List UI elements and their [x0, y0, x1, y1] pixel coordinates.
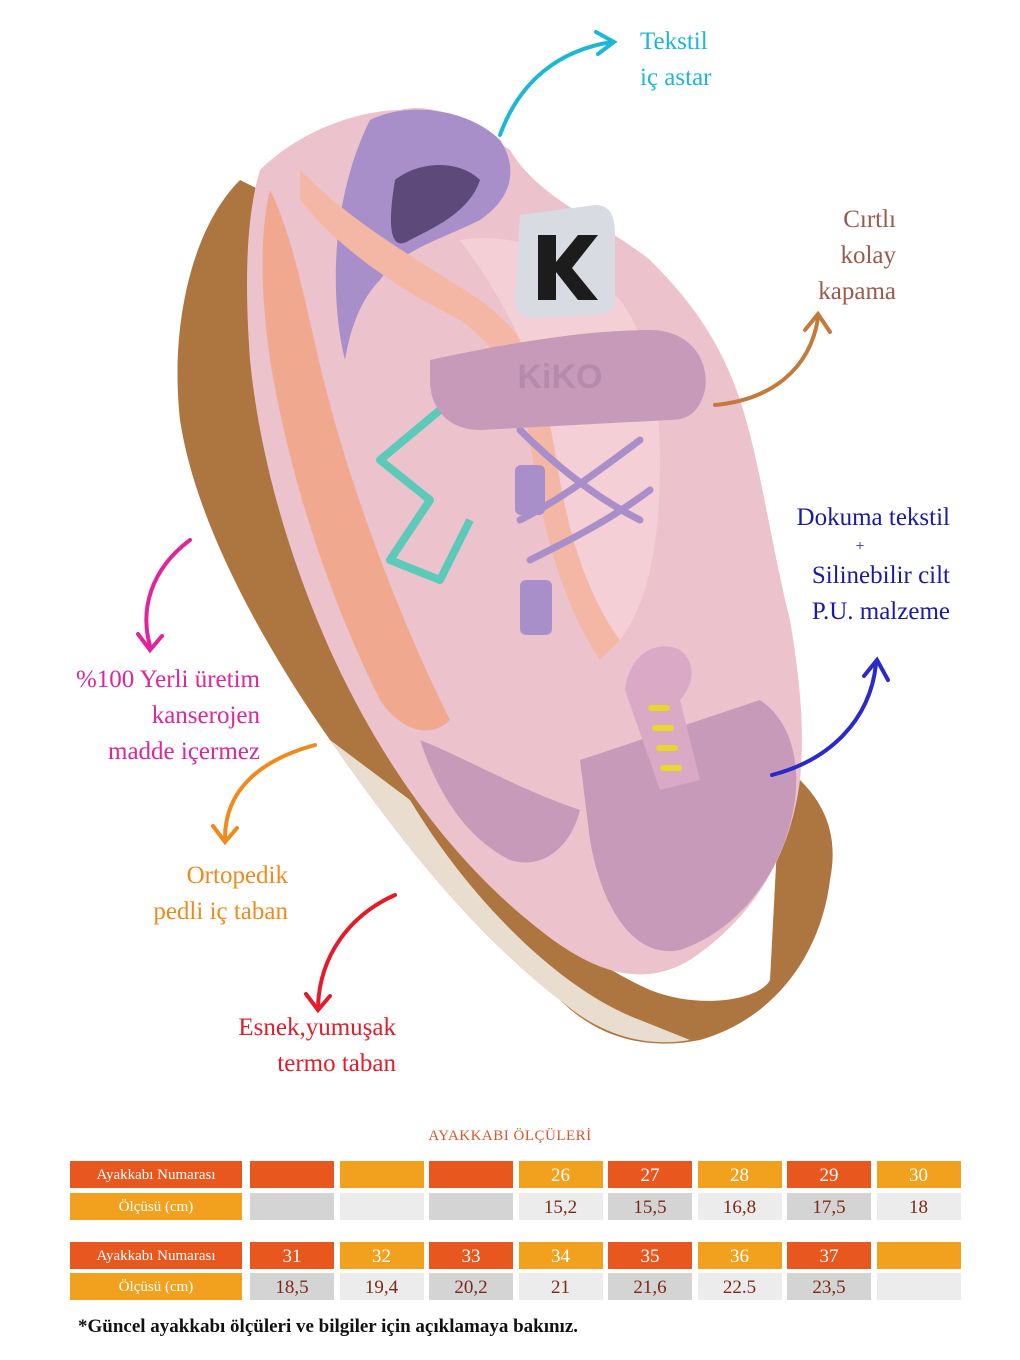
callout-material: Dokuma tekstil + Silinebilir cilt P.U. m… — [770, 500, 950, 630]
shoe-toe-cap — [580, 700, 797, 952]
size-table-cell: 15,5 — [608, 1193, 692, 1220]
shoe-illustration: KiKO — [177, 108, 833, 1044]
shoe-reflective-2 — [652, 725, 674, 731]
size-table-cell: 20,2 — [429, 1273, 513, 1300]
shoe-reflective-4 — [660, 765, 682, 771]
callout-insole-line-2: pedli iç taban — [153, 898, 288, 925]
size-table-cell — [876, 1273, 961, 1300]
size-table-title: AYAKKABI ÖLÇÜLERİ — [428, 1128, 592, 1144]
size-table-cell — [429, 1161, 513, 1188]
callout-insole-line-1: Ortopedik — [186, 862, 288, 889]
callout-closure-line-2: kolay — [840, 242, 896, 269]
row-header-length-1: Ölçüsü (cm) — [70, 1193, 242, 1220]
size-table-cell: 33 — [429, 1242, 513, 1269]
shoe-reflective-1 — [648, 705, 670, 711]
shoe-reflective-3 — [656, 745, 678, 751]
callout-closure: Cırtlı kolay kapama — [780, 202, 896, 310]
shoe-side-stripe — [300, 170, 620, 660]
size-table-cell: 23,5 — [787, 1273, 871, 1300]
size-table-cell: 22.5 — [697, 1273, 782, 1300]
row-header-size-1: Ayakkabı Numarası — [70, 1161, 242, 1188]
shoe-outsole-bottom — [330, 740, 690, 1043]
shoe-side-panel — [262, 190, 450, 731]
size-table-cell: 34 — [518, 1242, 603, 1269]
callout-material-line-1: Dokuma tekstil — [796, 504, 950, 531]
size-table-note: *Güncel ayakkabı ölçüleri ve bilgiler iç… — [78, 1316, 579, 1337]
size-table-cell — [339, 1161, 424, 1188]
shoe-teal-accent — [376, 406, 474, 584]
row-header-length-2: Ölçüsü (cm) — [70, 1273, 242, 1300]
row-header-size-2: Ayakkabı Numarası — [70, 1242, 242, 1269]
size-table-cell: 29 — [787, 1161, 871, 1188]
size-table-cell: 21,6 — [608, 1273, 692, 1300]
callout-sole-line-1: Esnek,yumuşak — [238, 1014, 396, 1041]
size-table-cell: 35 — [608, 1242, 692, 1269]
callout-material-line-4: P.U. malzeme — [811, 598, 950, 625]
callout-sole-line-2: termo taban — [277, 1050, 396, 1077]
size-table-cell: 32 — [339, 1242, 424, 1269]
callout-material-line-3: Silinebilir cilt — [811, 562, 950, 589]
logo-k-icon — [538, 235, 598, 300]
callout-sole: Esnek,yumuşak termo taban — [200, 1010, 396, 1082]
callout-closure-line-1: Cırtlı — [843, 206, 896, 233]
shoe-pull-tab — [625, 646, 700, 790]
size-table-cell: 16,8 — [697, 1193, 782, 1220]
callout-material-line-2: + — [855, 538, 865, 555]
callout-production-line-1: %100 Yerli üretim — [75, 666, 260, 693]
shoe-collar-inner — [390, 165, 480, 244]
size-table-cell: 19,4 — [339, 1273, 424, 1300]
size-table-cell — [250, 1193, 334, 1220]
size-table-cell: 18 — [876, 1193, 961, 1220]
shoe-logo-text: KiKO — [518, 358, 603, 396]
size-table-cell: 37 — [787, 1242, 871, 1269]
size-table-cell: 36 — [697, 1242, 782, 1269]
size-table-cell — [429, 1193, 513, 1220]
size-table-cell: 26 — [518, 1161, 603, 1188]
shoe-heel-panel — [420, 740, 580, 863]
size-table-cell: 18,5 — [250, 1273, 334, 1300]
size-table-cell: 31 — [250, 1242, 334, 1269]
callout-closure-line-3: kapama — [818, 278, 896, 305]
callout-production-line-3: madde içermez — [108, 738, 260, 765]
callout-lining: Tekstil iç astar — [640, 24, 711, 96]
size-table-cell — [876, 1242, 961, 1269]
size-table-cell: 21 — [518, 1273, 603, 1300]
shoe-outsole — [177, 180, 833, 1044]
size-table-cell: 15,2 — [518, 1193, 603, 1220]
callout-lining-line-2: iç astar — [640, 64, 712, 91]
size-table-cell: 17,5 — [787, 1193, 871, 1220]
size-table-cell — [339, 1193, 424, 1220]
callout-production: %100 Yerli üretim kanserojen madde içerm… — [40, 662, 260, 770]
size-table-cell — [250, 1161, 334, 1188]
callout-insole: Ortopedik pedli iç taban — [80, 858, 288, 930]
callout-production-line-2: kanserojen — [151, 702, 260, 729]
callout-lining-line-1: Tekstil — [640, 28, 708, 55]
shoe-lace-loop-2 — [520, 580, 552, 635]
size-table-cell: 30 — [876, 1161, 961, 1188]
size-table-cell: 27 — [608, 1161, 692, 1188]
shoe-velcro-strap — [430, 330, 706, 430]
shoe-lace-loop-1 — [515, 465, 545, 515]
size-table-cell: 28 — [697, 1161, 782, 1188]
